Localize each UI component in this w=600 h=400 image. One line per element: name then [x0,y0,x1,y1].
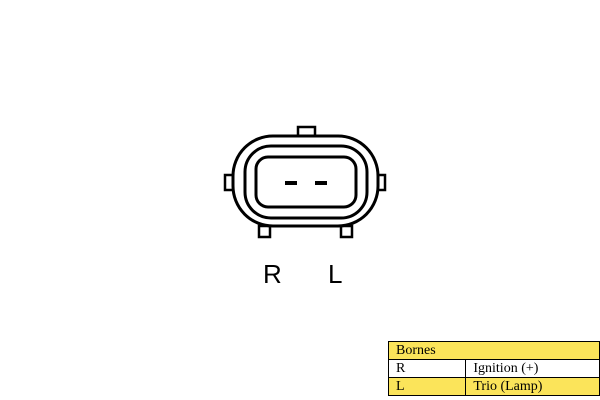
legend-header: Bornes [388,341,600,360]
pin-label-l: L [328,259,343,289]
bottom-left-foot [257,224,272,239]
connector-middle-shell [243,144,369,220]
legend-header-row: Bornes [388,341,600,360]
legend-terminal: R [387,359,467,378]
table-row: L Trio (Lamp) [387,377,600,396]
connector-inner-cavity [254,155,358,209]
table-row: R Ignition (+) [387,359,600,378]
legend-function: Ignition (+) [465,359,600,378]
pin-r-blade [285,181,297,185]
bottom-right-foot [339,224,354,239]
legend-terminal: L [387,377,467,396]
pin-l-blade [315,181,327,185]
pin-label-r: R [263,259,282,289]
legend-function: Trio (Lamp) [465,377,600,396]
terminal-legend-table: Bornes R Ignition (+) L Trio (Lamp) [387,341,600,396]
